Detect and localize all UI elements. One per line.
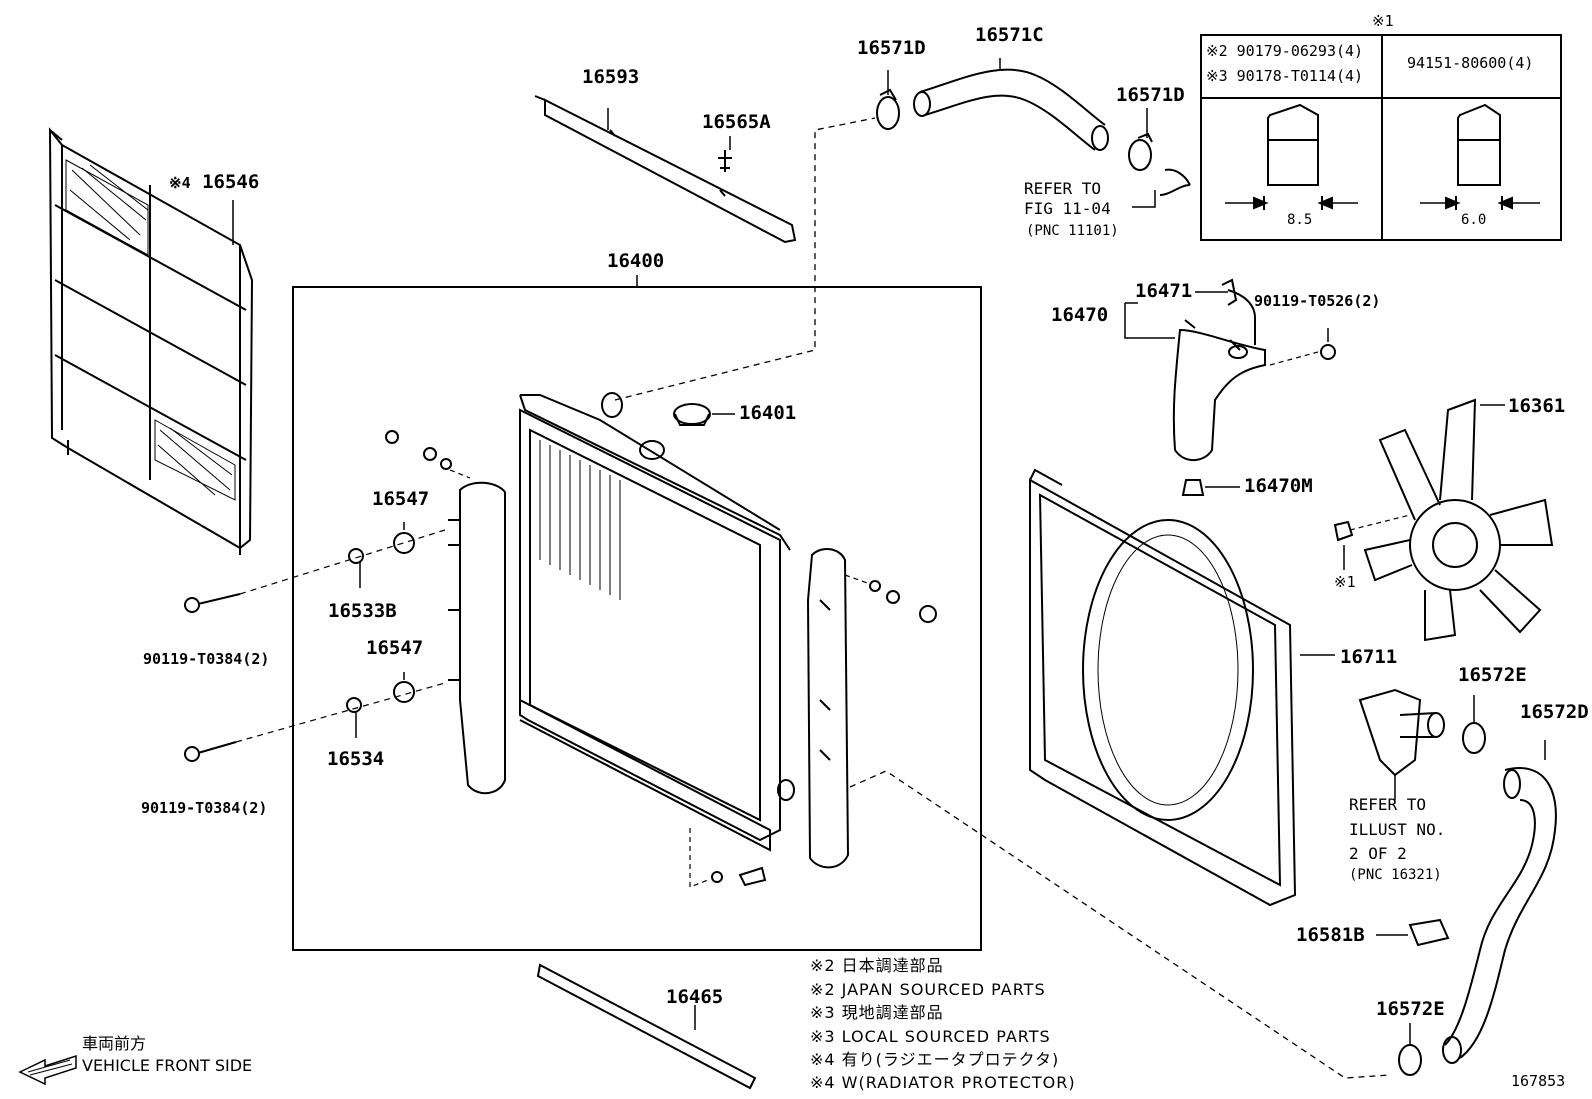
engine-pipe: [1159, 168, 1191, 196]
nut-size-table: ※2 90179-06293(4) ※3 90178-T0114(4) 9415…: [1200, 34, 1562, 241]
label-16361: 16361: [1508, 395, 1566, 417]
note-3: ※3 現地調達部品: [810, 1003, 944, 1022]
drain-cock: [689, 828, 767, 888]
radiator-protector-grille: [48, 127, 254, 555]
label-mark-1: ※1: [1334, 573, 1356, 591]
left-side-support: [448, 481, 506, 795]
label-16572E-a: 16572E: [1458, 664, 1527, 686]
clip-16565A: [718, 150, 732, 172]
label-16470: 16470: [1051, 304, 1109, 326]
nut-drawing-2: [1420, 103, 1540, 210]
ref-fig-line2: FIG 11-04: [1024, 199, 1111, 218]
label-16546-mark: ※4 16546: [169, 171, 260, 193]
fan-16361: [1363, 398, 1554, 642]
table-col2: 94151-80600(4): [1407, 54, 1534, 72]
label-16471: 16471: [1135, 280, 1193, 302]
note-2: ※2 JAPAN SOURCED PARTS: [810, 980, 1046, 999]
note-4: ※3 LOCAL SOURCED PARTS: [810, 1027, 1051, 1046]
label-16571D-b: 16571D: [1116, 84, 1185, 106]
arrow-left-icon: [18, 1054, 77, 1086]
label-16593: 16593: [582, 66, 640, 88]
table-dim2: 6.0: [1461, 212, 1487, 228]
label-16572D: 16572D: [1520, 701, 1589, 723]
label-16401: 16401: [739, 402, 797, 424]
label-16547-b: 16547: [366, 637, 424, 659]
table-cell-drawing-2: 6.0: [1383, 99, 1562, 241]
bolts-upper-left: [346, 430, 471, 713]
nut-mark-1: [1333, 520, 1354, 542]
table-cell-part-numbers: ※2 90179-06293(4) ※3 90178-T0114(4): [1202, 36, 1383, 99]
note-1: ※2 日本調達部品: [810, 956, 944, 975]
label-16470M: 16470M: [1244, 475, 1313, 497]
note-5: ※4 有り(ラジエータプロテクタ): [810, 1050, 1060, 1069]
table-mark: ※1: [1372, 12, 1394, 30]
lower-hose-16572D: [1442, 767, 1557, 1064]
table-dim1: 8.5: [1287, 212, 1313, 228]
direction-jp: 車両前方: [82, 1034, 147, 1053]
label-16581B: 16581B: [1296, 924, 1365, 946]
ref-illust-line3: 2 OF 2: [1349, 844, 1407, 863]
leader-dashed-1: [614, 117, 876, 401]
bolt-90119-T0384-b: [184, 741, 237, 762]
right-side-support: [806, 548, 850, 869]
hose-clamp-16571D-b: [1128, 132, 1153, 171]
label-16465: 16465: [666, 986, 724, 1008]
reservoir-cap-16470M: [1181, 479, 1205, 496]
bolt-90119-T0526: [1320, 344, 1336, 360]
direction-en: VEHICLE FRONT SIDE: [82, 1056, 253, 1075]
label-90119-T0526: 90119-T0526(2): [1254, 292, 1381, 310]
label-16711: 16711: [1340, 646, 1398, 668]
label-90119-T0384-b: 90119-T0384(2): [141, 799, 268, 817]
illustration-id: 167853: [1511, 1072, 1566, 1090]
upper-hose: [913, 68, 1109, 151]
note-6: ※4 W(RADIATOR PROTECTOR): [810, 1073, 1076, 1092]
label-16571D-a: 16571D: [857, 37, 926, 59]
leader-ref-fig: [1132, 190, 1156, 208]
clamp-16581B: [1408, 918, 1450, 947]
radiator-cap: [673, 403, 711, 426]
radiator-core: [519, 392, 795, 852]
lower-seal-16465: [536, 963, 757, 1090]
nut-drawing-1: [1225, 103, 1358, 210]
fan-shroud-16711: [1029, 468, 1297, 907]
ref-illust-line2: ILLUST NO.: [1349, 820, 1446, 839]
ref-illust-line4: (PNC 16321): [1349, 867, 1442, 883]
label-16571C: 16571C: [975, 24, 1044, 46]
label-16400: 16400: [607, 250, 665, 272]
hose-clamp-16572E-a: [1462, 695, 1486, 754]
table-row1-b: ※3 90178-T0114(4): [1206, 67, 1364, 85]
water-outlet: [1358, 688, 1445, 777]
ref-illust-line1: REFER TO: [1349, 795, 1427, 814]
label-90119-T0384-a: 90119-T0384(2): [143, 650, 270, 668]
hose-clamp-16572E-b: [1398, 1023, 1422, 1076]
label-16565A: 16565A: [702, 111, 771, 133]
bolts-right: [844, 574, 937, 623]
label-16572E-b: 16572E: [1376, 998, 1445, 1020]
hose-clamp-16571D-a: [876, 88, 900, 130]
radiator-upper-seal: [534, 95, 797, 244]
reserve-tank: [1172, 278, 1266, 462]
table-cell-drawing-1: 8.5: [1202, 99, 1383, 241]
ref-fig-line1: REFER TO: [1024, 179, 1102, 198]
label-16533B: 16533B: [328, 600, 397, 622]
bolt-90119-T0384-a: [184, 593, 241, 613]
label-16534: 16534: [327, 748, 385, 770]
table-cell-part-number-2: 94151-80600(4): [1383, 36, 1562, 99]
label-16547-a: 16547: [372, 488, 430, 510]
table-row1-a: ※2 90179-06293(4): [1206, 42, 1364, 60]
ref-fig-line3: (PNC 11101): [1026, 223, 1119, 239]
